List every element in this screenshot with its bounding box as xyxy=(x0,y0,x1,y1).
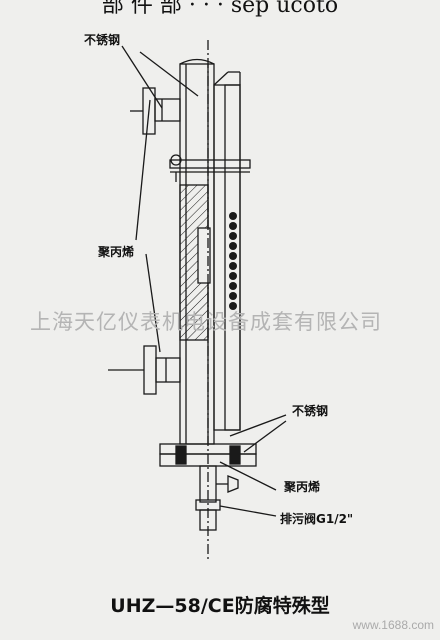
bottom-flange xyxy=(143,345,157,395)
model-caption: UHZ—58/CE防腐特殊型 xyxy=(110,595,330,617)
base-bolt-right xyxy=(229,445,241,465)
base-bolt-left xyxy=(175,445,187,465)
site-watermark: www.1688.com xyxy=(352,618,434,632)
leader-polypropylene-bottom xyxy=(219,461,277,491)
leader-stainless-top-1 xyxy=(121,45,163,109)
top-connector-pipe xyxy=(154,98,181,122)
upper-clamp-bolt xyxy=(170,154,182,166)
indicator-window xyxy=(224,84,241,431)
leader-drain-valve xyxy=(219,505,277,517)
label-stainless-bottom: 不锈钢 xyxy=(292,404,329,418)
leader-polypropylene-mid-1 xyxy=(135,99,151,241)
label-drain-valve: 排污阀G1/2" xyxy=(280,512,354,526)
indicator-top-line xyxy=(213,71,229,86)
company-watermark: 上海天亿仪表机电设备成套有限公司 xyxy=(30,310,382,334)
top-cap xyxy=(179,58,215,65)
leader-stainless-top-2 xyxy=(139,51,199,97)
top-cropped-text: 部 件 部 · · · sep ucoto xyxy=(101,0,339,18)
float-window xyxy=(197,227,211,284)
leader-polypropylene-mid-2 xyxy=(145,253,161,353)
leader-stainless-bottom-1 xyxy=(229,414,287,437)
float-balls xyxy=(229,212,237,310)
upper-clamp xyxy=(169,159,251,169)
label-stainless-top: 不锈钢 xyxy=(84,33,121,47)
label-polypropylene-bottom: 聚丙烯 xyxy=(284,480,321,494)
bottom-connector-pipe xyxy=(155,357,181,383)
label-polypropylene-mid: 聚丙烯 xyxy=(98,245,135,259)
leader-stainless-bottom-2 xyxy=(243,420,287,453)
drain-valve-handle xyxy=(227,475,239,493)
